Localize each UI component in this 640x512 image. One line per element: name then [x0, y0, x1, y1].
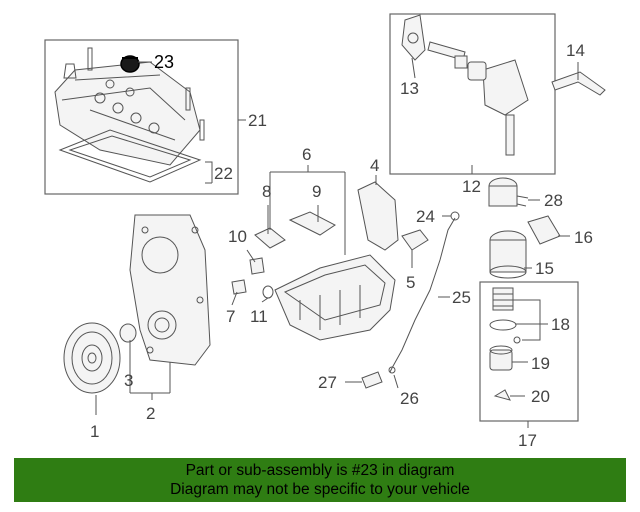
callout-6: 6 — [302, 145, 311, 164]
dipstick-tube[interactable] — [389, 217, 456, 373]
oil-filter-cap[interactable] — [489, 345, 513, 371]
oil-filter-oring-large[interactable] — [489, 319, 517, 331]
callout-17: 17 — [518, 431, 537, 450]
callout-19: 19 — [531, 354, 550, 373]
callout-22: 22 — [214, 164, 233, 183]
callout-16: 16 — [574, 228, 593, 247]
callout-14: 14 — [566, 41, 585, 60]
callout-23: 23 — [154, 52, 174, 72]
banner-line-1: Part or sub-assembly is #23 in diagram — [185, 462, 455, 479]
rear-seal-housing[interactable] — [357, 181, 399, 251]
callout-20: 20 — [531, 387, 550, 406]
callout-24: 24 — [416, 207, 435, 226]
oil-pan-baffle[interactable] — [254, 227, 286, 249]
crankshaft-pulley[interactable] — [63, 322, 121, 394]
callout-7: 7 — [226, 307, 235, 326]
drain-plug[interactable] — [231, 279, 247, 295]
callout-1: 1 — [90, 422, 99, 441]
oil-cooler[interactable] — [488, 177, 529, 207]
callout-25: 25 — [452, 288, 471, 307]
callout-26: 26 — [400, 389, 419, 408]
callout-labels: 1 2 3 4 5 6 7 8 9 10 11 12 13 14 15 16 1… — [90, 41, 593, 450]
callout-28: 28 — [544, 191, 563, 210]
oil-filter-element[interactable] — [492, 287, 514, 311]
callout-3: 3 — [124, 371, 133, 390]
oil-level-sensor[interactable] — [249, 257, 265, 275]
callout-13: 13 — [400, 79, 419, 98]
callout-9: 9 — [312, 182, 321, 201]
dipstick-bracket[interactable] — [401, 229, 429, 251]
oil-pump-strainer[interactable] — [288, 211, 336, 236]
drain-plug-washer[interactable] — [262, 285, 274, 299]
valve-cover-gasket[interactable] — [58, 129, 202, 183]
banner-line-2: Diagram may not be specific to your vehi… — [170, 481, 470, 498]
bracket[interactable] — [551, 71, 606, 96]
oil-filter-oring-small[interactable] — [513, 336, 521, 344]
crank-seal[interactable] — [119, 323, 137, 343]
callout-5: 5 — [406, 273, 415, 292]
oil-filter-group-box — [479, 281, 579, 422]
oil-pan[interactable] — [274, 254, 396, 341]
oil-pressure-switch[interactable] — [361, 371, 383, 389]
callout-4: 4 — [370, 156, 379, 175]
callout-2: 2 — [146, 404, 155, 423]
callout-8: 8 — [262, 182, 271, 201]
oil-filler-cap[interactable] — [120, 55, 140, 73]
callout-15: 15 — [535, 259, 554, 278]
valve-cover-group-box — [44, 39, 239, 195]
engine-parts-diagram: 1 2 3 4 5 6 7 8 9 10 11 12 13 14 15 16 1… — [44, 13, 606, 450]
vvt-solenoid-and-cam-parts[interactable] — [401, 14, 529, 156]
callout-18: 18 — [551, 315, 570, 334]
callout-10: 10 — [228, 227, 247, 246]
tube-oring[interactable] — [388, 366, 396, 374]
callout-11: 11 — [250, 307, 268, 326]
callout-27: 27 — [318, 373, 337, 392]
oil-filter-adapter-gasket[interactable] — [527, 215, 561, 245]
callout-21: 21 — [248, 111, 267, 130]
timing-cover[interactable] — [129, 214, 211, 366]
callout-12: 12 — [462, 177, 481, 196]
oil-filter-housing[interactable] — [489, 230, 527, 279]
part-info-banner: Part or sub-assembly is #23 in diagram D… — [14, 458, 626, 502]
drain-valve[interactable] — [493, 389, 511, 401]
leader-lines — [95, 57, 579, 428]
valve-cover[interactable] — [54, 47, 205, 166]
